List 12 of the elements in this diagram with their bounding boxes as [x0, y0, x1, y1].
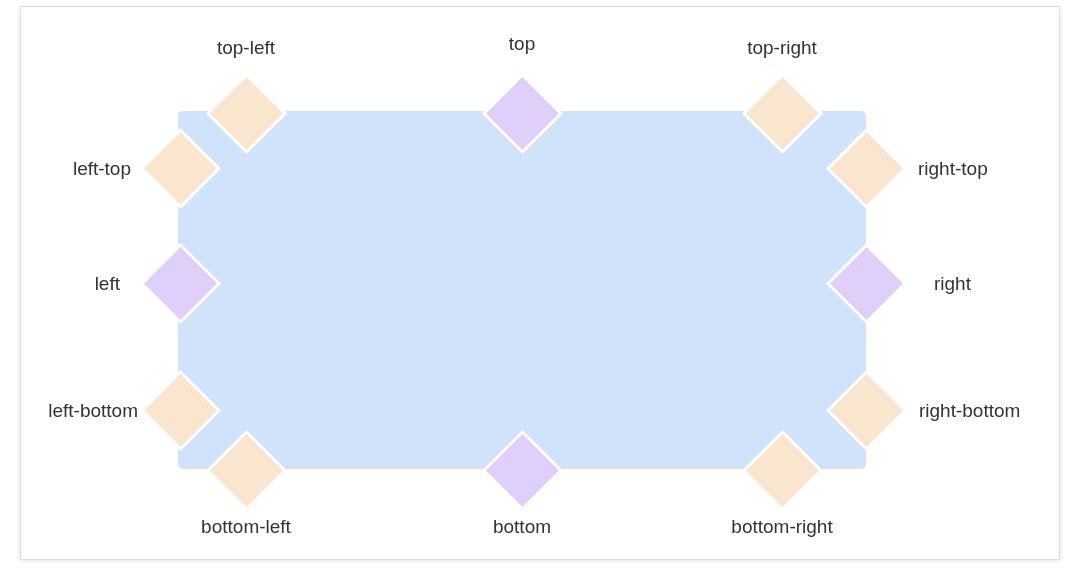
placement-label: bottom-right — [731, 516, 833, 538]
placement-label: left-top — [72, 158, 131, 180]
placement-label: right — [934, 273, 971, 295]
placement-label: top — [508, 33, 536, 55]
placement-label: top-right — [747, 37, 817, 59]
placement-label: left — [94, 273, 120, 295]
placement-label: right-bottom — [919, 400, 1021, 422]
placement-label: right-top — [918, 158, 988, 180]
placement-label: top-left — [216, 37, 276, 59]
placement-label: bottom-left — [201, 516, 291, 538]
placement-label: bottom — [492, 516, 552, 538]
placement-label: left-bottom — [48, 400, 138, 422]
